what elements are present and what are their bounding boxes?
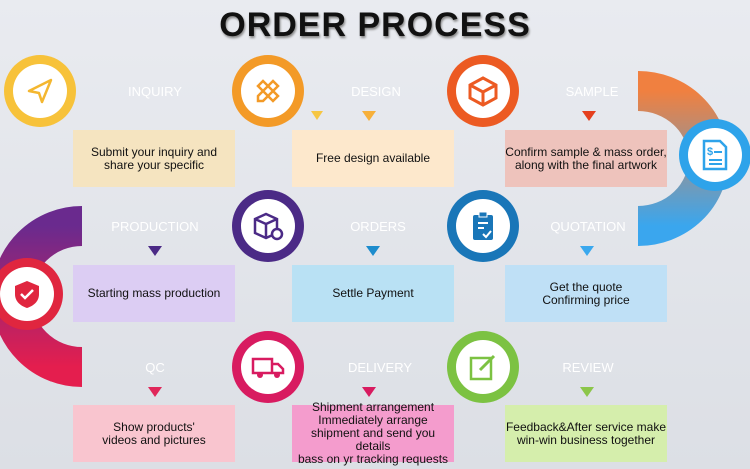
pencil-ruler-icon xyxy=(241,64,295,118)
box-icon xyxy=(456,64,510,118)
step-desc-quotation: Get the quote Confirming price xyxy=(505,265,667,322)
step-desc-orders: Settle Payment xyxy=(292,265,454,322)
page-title: ORDER PROCESS xyxy=(219,6,531,44)
step-label-inquiry: INQUIRY xyxy=(128,84,182,99)
truck-icon xyxy=(241,340,295,394)
clipboard-check-icon xyxy=(456,199,510,253)
invoice-icon: $ xyxy=(688,128,742,182)
step-label-quotation: QUOTATION xyxy=(550,219,626,234)
step-label-review: REVIEW xyxy=(562,360,614,375)
shield-check-icon xyxy=(0,267,54,321)
step-label-design: DESIGN xyxy=(351,84,401,99)
edit-icon xyxy=(456,340,510,394)
step-desc-delivery: Shipment arrangement Immediately arrange… xyxy=(292,401,454,466)
step-desc-inquiry: Submit your inquiry and share your speci… xyxy=(73,130,235,187)
step-label-qc: QC xyxy=(145,360,165,375)
step-desc-design: Free design available xyxy=(292,130,454,187)
step-desc-review: Feedback&After service make win-win busi… xyxy=(505,405,667,462)
step-label-orders: ORDERS xyxy=(350,219,406,234)
step-label-production: PRODUCTION xyxy=(111,219,199,234)
step-label-sample: SAMPLE xyxy=(565,84,619,99)
step-desc-production: Starting mass production xyxy=(73,265,235,322)
svg-text:$: $ xyxy=(707,146,713,158)
package-gear-icon xyxy=(241,199,295,253)
step-desc-qc: Show products' videos and pictures xyxy=(73,405,235,462)
step-desc-sample: Confirm sample & mass order, along with … xyxy=(505,130,667,187)
paper-plane-icon xyxy=(13,64,67,118)
step-label-delivery: DELIVERY xyxy=(347,360,413,375)
